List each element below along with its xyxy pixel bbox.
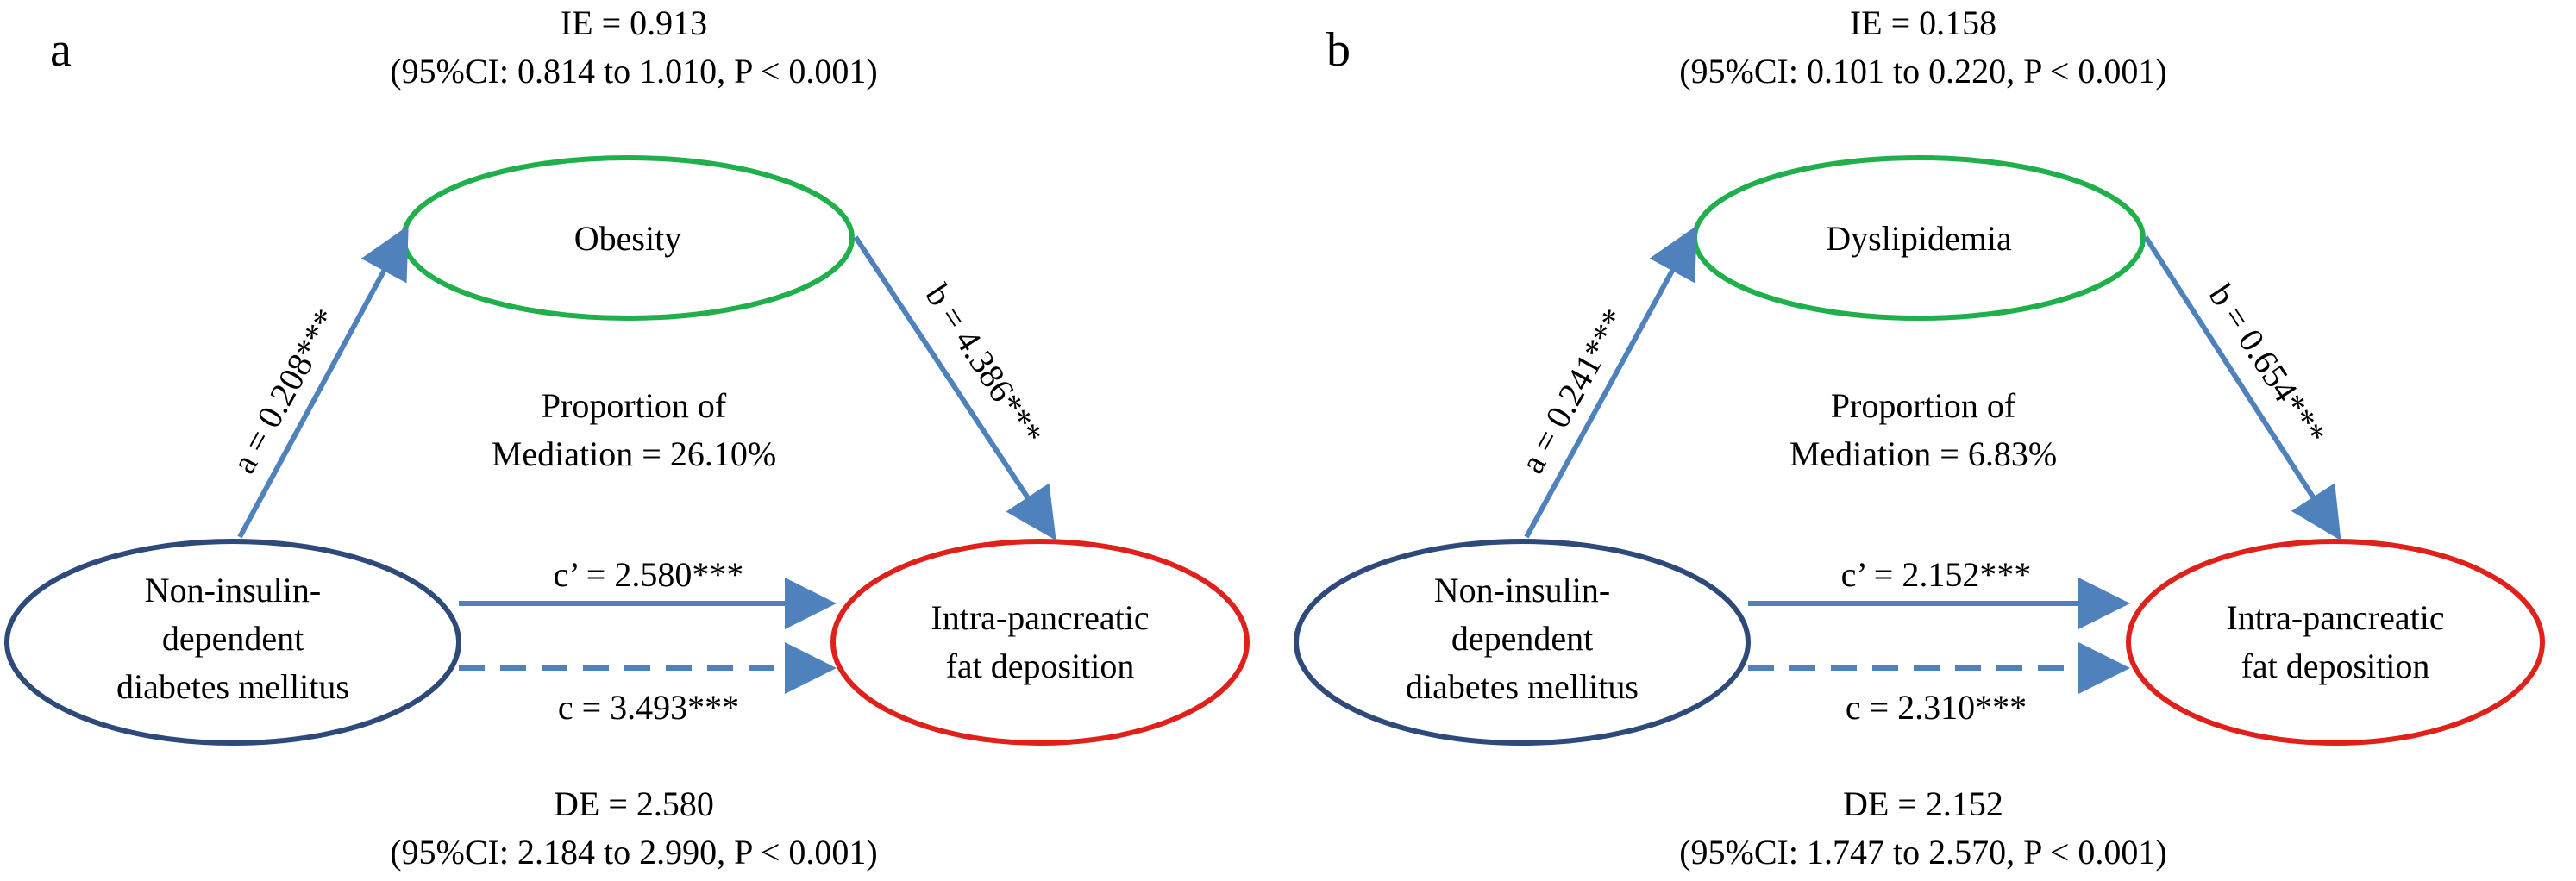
direct-effect-ci: (95%CI: 1.747 to 2.570, P < 0.001) (1679, 833, 2167, 872)
path-c-label: c = 2.310*** (1846, 688, 2027, 727)
path-b-arrow (2143, 235, 2341, 541)
outcome-label-line2: fat deposition (946, 647, 1135, 685)
exposure-label-line1: Non-insulin- (1434, 571, 1610, 609)
exposure-node (1294, 539, 1751, 746)
exposure-label-line2: dependent (162, 619, 304, 658)
proportion-label-line2: Mediation = 26.10% (492, 434, 776, 473)
indirect-effect-label: IE = 0.158 (1850, 3, 1996, 42)
proportion-label-line2: Mediation = 6.83% (1789, 434, 2057, 473)
path-c-prime-label: c’ = 2.152*** (1841, 555, 2032, 594)
outcome-label-line1: Intra-pancreatic (2226, 598, 2444, 637)
mediator-label: Dyslipidemia (1826, 219, 2012, 258)
indirect-effect-label: IE = 0.913 (561, 3, 707, 42)
panel-letter: b (1326, 23, 1351, 77)
outcome-node (830, 539, 1250, 746)
exposure-label-line1: Non-insulin- (145, 571, 321, 609)
direct-effect-ci: (95%CI: 2.184 to 2.990, P < 0.001) (390, 833, 878, 872)
panel-letter: a (50, 23, 72, 77)
proportion-label-line1: Proportion of (542, 386, 727, 425)
direct-effect-label: DE = 2.152 (1843, 784, 2003, 823)
outcome-node (2126, 539, 2545, 746)
indirect-effect-ci: (95%CI: 0.101 to 0.220, P < 0.001) (1679, 52, 2167, 91)
panel-a: a IE = 0.913 (95%CI: 0.814 to 1.010, P <… (4, 3, 1250, 872)
outcome-label-line2: fat deposition (2241, 647, 2430, 685)
indirect-effect-ci: (95%CI: 0.814 to 1.010, P < 0.001) (390, 52, 878, 91)
path-b-arrow (853, 235, 1056, 541)
exposure-label-line2: dependent (1451, 619, 1593, 658)
exposure-label-line3: diabetes mellitus (1406, 667, 1639, 706)
proportion-label-line1: Proportion of (1831, 386, 2016, 425)
path-c-label: c = 3.493*** (558, 688, 739, 727)
panel-b: b IE = 0.158 (95%CI: 0.101 to 0.220, P <… (1294, 3, 2545, 872)
exposure-node (4, 539, 461, 746)
exposure-label-line3: diabetes mellitus (116, 667, 349, 706)
outcome-label-line1: Intra-pancreatic (931, 598, 1149, 637)
mediator-label: Obesity (574, 219, 681, 258)
path-c-prime-label: c’ = 2.580*** (554, 555, 744, 594)
path-a-arrow (1524, 225, 1697, 539)
path-a-arrow (237, 225, 409, 539)
direct-effect-label: DE = 2.580 (554, 784, 714, 823)
